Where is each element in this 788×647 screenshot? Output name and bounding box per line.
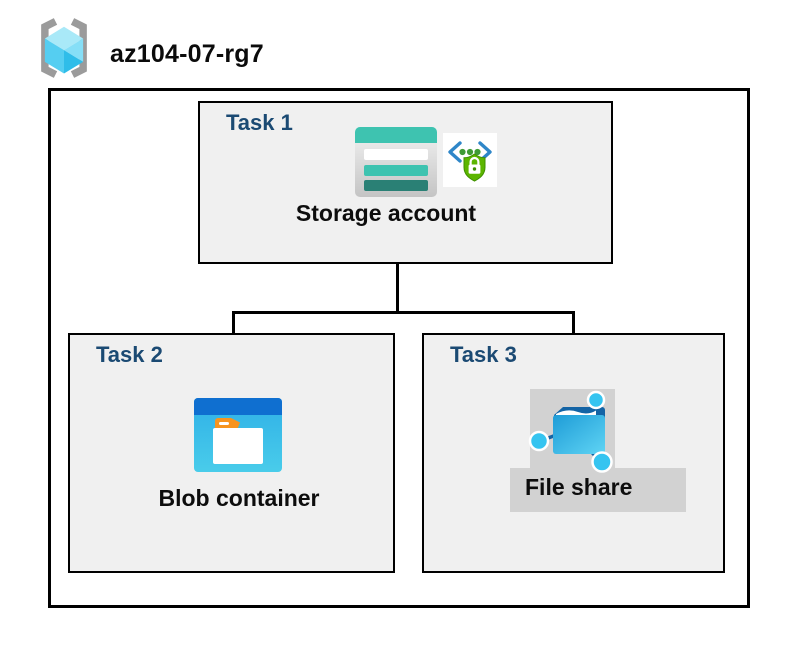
connector-horizontal bbox=[232, 311, 575, 314]
task2-label: Task 2 bbox=[96, 342, 163, 367]
connector-storage-stem bbox=[396, 263, 399, 313]
blob-container-icon bbox=[194, 398, 282, 472]
storage-account-icon bbox=[355, 127, 437, 197]
storage-account-label: Storage account bbox=[295, 200, 477, 226]
secure-endpoint-icon bbox=[443, 133, 497, 187]
task1-label: Task 1 bbox=[226, 110, 293, 135]
resource-group-icon bbox=[41, 18, 87, 78]
file-share-label-backdrop bbox=[510, 468, 686, 512]
file-share-label: File share bbox=[525, 474, 633, 500]
resource-group-title: az104-07-rg7 bbox=[110, 40, 264, 68]
blob-container-label: Blob container bbox=[158, 485, 320, 511]
task3-label: Task 3 bbox=[450, 342, 517, 367]
file-share-icon bbox=[528, 390, 613, 473]
